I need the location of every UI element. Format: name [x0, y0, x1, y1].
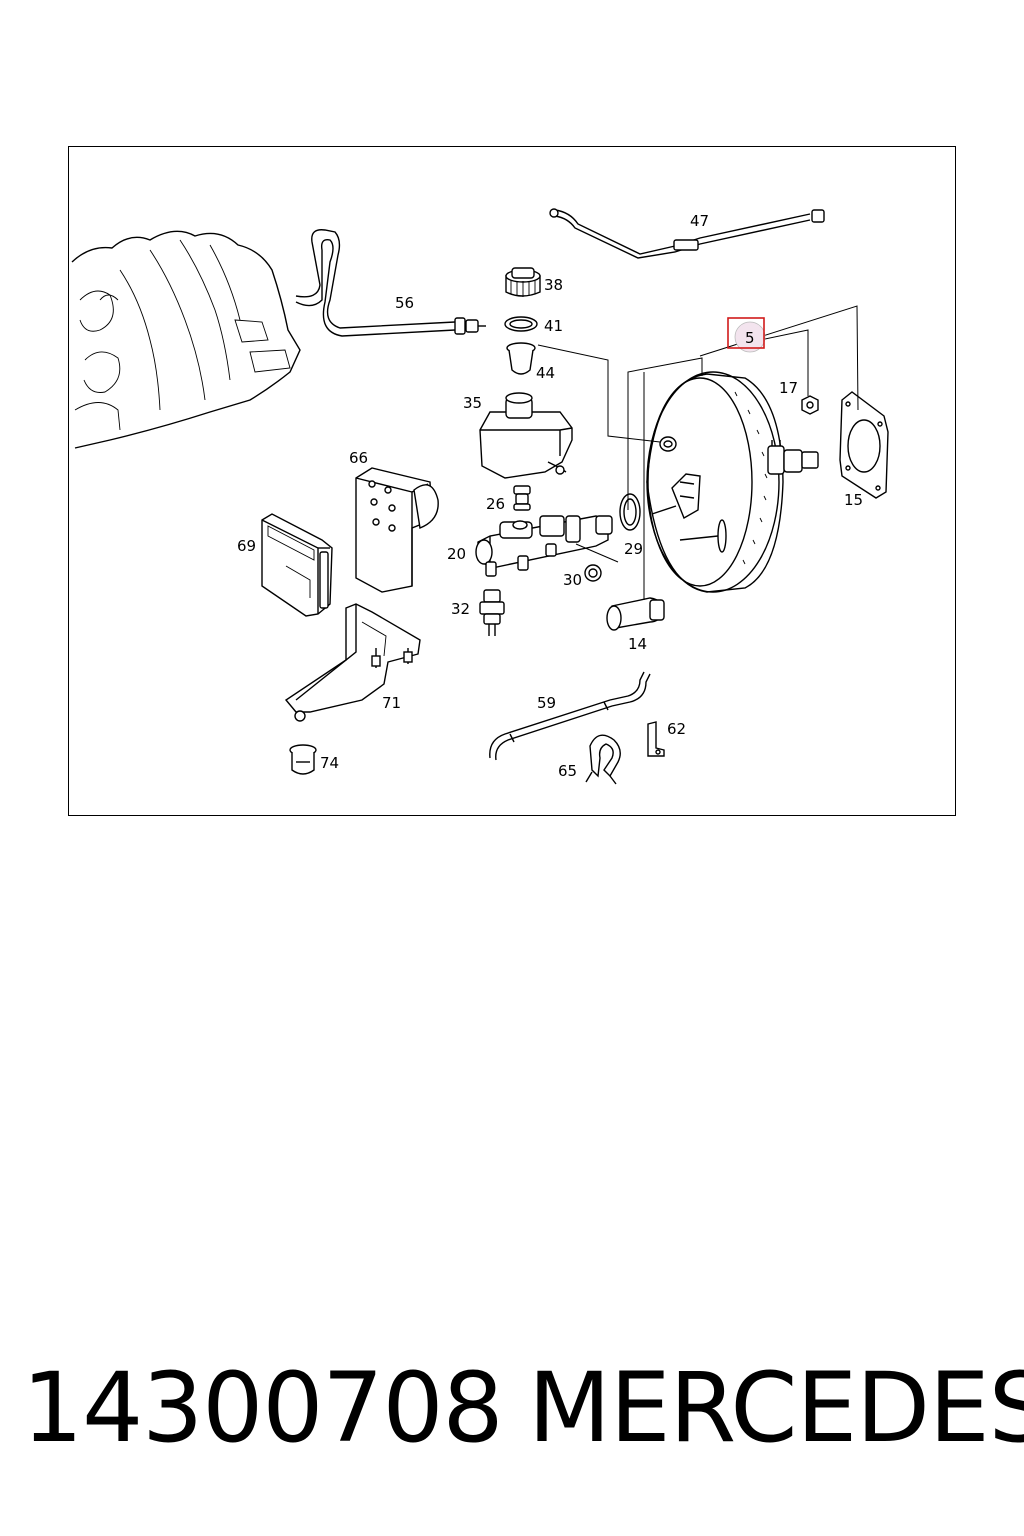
callout-65[interactable]: 65: [558, 762, 577, 780]
callout-47[interactable]: 47: [690, 212, 709, 230]
vacuum-hose-56: [295, 229, 486, 337]
nut-30: [584, 564, 602, 582]
callout-15[interactable]: 15: [844, 491, 863, 509]
nut-17: [801, 395, 819, 415]
highlight-callout-5: [727, 317, 766, 353]
callout-26[interactable]: 26: [486, 495, 505, 513]
callout-35[interactable]: 35: [463, 394, 482, 412]
hydraulic-unit-66: [355, 467, 439, 593]
pressure-switch-32: [479, 589, 505, 636]
check-valve-14: [606, 597, 665, 631]
part-number: 14300708: [22, 1352, 504, 1464]
control-module-69: [261, 513, 333, 617]
brake-fluid-reservoir-35: [479, 392, 573, 479]
reservoir-cap-38: [505, 267, 541, 297]
callouts: 47 56 38 41 44 35 5 17 15 66 26 29 69 20…: [237, 212, 863, 780]
hose-59: [489, 671, 651, 761]
master-cylinder-20: [475, 515, 613, 577]
callout-71[interactable]: 71: [382, 694, 401, 712]
gasket-15: [839, 391, 889, 499]
callout-29[interactable]: 29: [624, 540, 643, 558]
callout-56[interactable]: 56: [395, 294, 414, 312]
callout-74[interactable]: 74: [320, 754, 339, 772]
engine-block-drawing: [71, 230, 301, 449]
brake-booster-5: [646, 371, 819, 593]
clip-62: [647, 721, 665, 757]
brand-name: MERCEDES: [528, 1352, 1024, 1464]
callout-20[interactable]: 20: [447, 545, 466, 563]
callout-32[interactable]: 32: [451, 600, 470, 618]
callout-30[interactable]: 30: [563, 571, 582, 589]
callout-69[interactable]: 69: [237, 537, 256, 555]
seal-ring-41: [504, 316, 538, 332]
callout-44[interactable]: 44: [536, 364, 555, 382]
brake-line-47: [549, 208, 825, 259]
callout-62[interactable]: 62: [667, 720, 686, 738]
callout-41[interactable]: 41: [544, 317, 563, 335]
grommet-26: [513, 485, 531, 511]
strainer-44: [506, 342, 536, 375]
mounting-bracket-71: [284, 603, 421, 722]
callout-38[interactable]: 38: [544, 276, 563, 294]
callout-14[interactable]: 14: [628, 635, 647, 653]
callout-17[interactable]: 17: [779, 379, 798, 397]
clamp-65: [585, 734, 621, 785]
callout-66[interactable]: 66: [349, 449, 368, 467]
grommet-74: [289, 744, 317, 775]
diagram-frame: [68, 146, 956, 816]
o-ring-29: [619, 493, 641, 531]
callout-5[interactable]: 5: [745, 329, 755, 347]
callout-59[interactable]: 59: [537, 694, 556, 712]
